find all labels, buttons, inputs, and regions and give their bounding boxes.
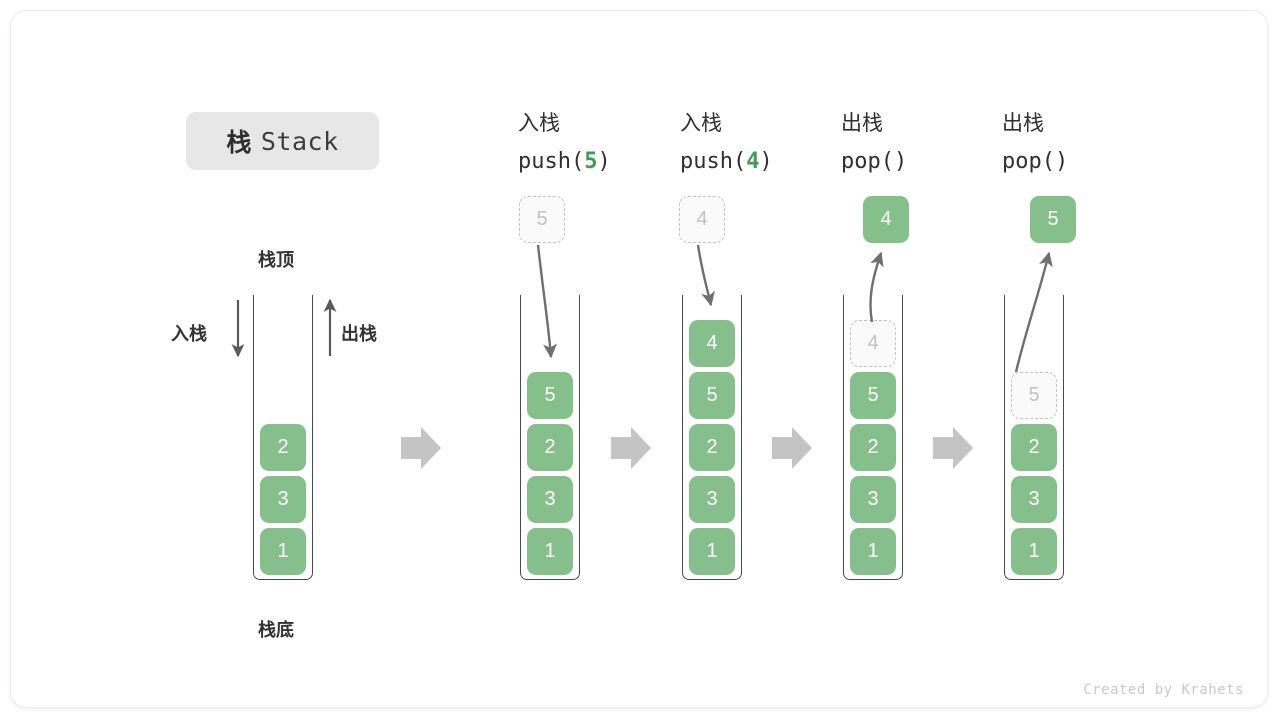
stack-cells-step-3: 4 5 2 3 1 [844, 315, 902, 575]
step-operation-code: pop() [1002, 143, 1068, 181]
floating-element-2: 4 [679, 196, 725, 243]
step-label-3: 出栈 pop() [841, 105, 907, 181]
title-badge: 栈 Stack [186, 112, 379, 170]
step-operation-code: push(4) [680, 143, 773, 181]
stack-cell: 2 [689, 424, 735, 471]
step-operation-name: 入栈 [518, 112, 560, 135]
code-prefix: push( [518, 149, 585, 174]
stack-bottom-label: 栈底 [258, 620, 294, 640]
code-prefix: push( [680, 149, 747, 174]
stack-cell: 5 [527, 372, 573, 419]
stack-cell-ghost: 5 [1011, 372, 1057, 419]
push-direction-label: 入栈 [171, 324, 207, 344]
stack-cell: 1 [850, 528, 896, 575]
floating-element-3: 4 [863, 196, 909, 243]
step-operation-code: pop() [841, 143, 907, 181]
step-operation-name: 入栈 [680, 112, 722, 135]
stack-cell: 2 [527, 424, 573, 471]
stack-cell: 5 [850, 372, 896, 419]
stack-cells-step-4: 5 2 3 1 [1005, 367, 1063, 575]
stack-cell-ghost: 4 [850, 320, 896, 367]
stack-cells-reference: 2 3 1 [254, 419, 312, 575]
stack-container-step-4: 5 2 3 1 [1004, 295, 1064, 580]
stack-cell: 2 [260, 424, 306, 471]
code-prefix: pop( [841, 149, 894, 174]
title-chinese: 栈 [226, 129, 252, 157]
stack-container-reference: 2 3 1 [253, 295, 313, 580]
stack-cell: 3 [850, 476, 896, 523]
stack-cell: 2 [1011, 424, 1057, 471]
stack-container-step-3: 4 5 2 3 1 [843, 295, 903, 580]
stack-cell: 5 [689, 372, 735, 419]
stack-cell: 3 [689, 476, 735, 523]
step-label-4: 出栈 pop() [1002, 105, 1068, 181]
stack-cell: 3 [1011, 476, 1057, 523]
stack-cell: 1 [260, 528, 306, 575]
code-argument: 5 [584, 149, 598, 174]
code-suffix: ) [759, 149, 773, 174]
stack-cell: 4 [689, 320, 735, 367]
step-label-1: 入栈 push(5) [518, 105, 611, 181]
stack-container-step-2: 4 5 2 3 1 [682, 295, 742, 580]
floating-element-1: 5 [519, 196, 565, 243]
code-argument: 4 [746, 149, 760, 174]
stack-cell: 1 [1011, 528, 1057, 575]
code-suffix: ) [893, 149, 908, 174]
footer-credit: Created by Krahets [1083, 682, 1244, 698]
code-prefix: pop( [1002, 149, 1055, 174]
stack-cells-step-1: 5 2 3 1 [521, 367, 579, 575]
code-suffix: ) [597, 149, 611, 174]
stack-cell: 3 [260, 476, 306, 523]
stack-container-step-1: 5 2 3 1 [520, 295, 580, 580]
step-operation-name: 出栈 [841, 112, 883, 135]
stack-cell: 1 [527, 528, 573, 575]
step-operation-code: push(5) [518, 143, 611, 181]
code-suffix: ) [1054, 149, 1069, 174]
floating-element-4: 5 [1030, 196, 1076, 243]
stack-cell: 3 [527, 476, 573, 523]
stack-cells-step-2: 4 5 2 3 1 [683, 315, 741, 575]
title-english: Stack [260, 126, 339, 156]
stack-cell: 1 [689, 528, 735, 575]
pop-direction-label: 出栈 [341, 324, 377, 344]
stack-cell: 2 [850, 424, 896, 471]
stack-top-label: 栈顶 [258, 250, 294, 270]
step-label-2: 入栈 push(4) [680, 105, 773, 181]
step-operation-name: 出栈 [1002, 112, 1044, 135]
